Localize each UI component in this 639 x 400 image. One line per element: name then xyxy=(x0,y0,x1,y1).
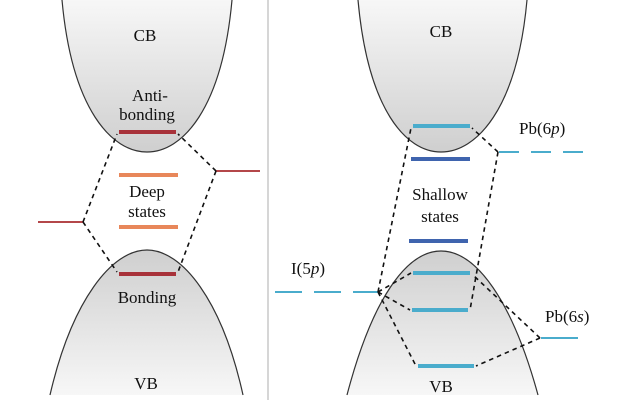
pb6p-label-orbital: p xyxy=(550,119,560,138)
i5p-label-orbital: p xyxy=(310,259,320,278)
connector-i5p-to-vb2 xyxy=(377,291,411,311)
right-panel: CB Pb(6p) Shallow states I(5p) Pb(6s) VB xyxy=(275,0,590,396)
pb6s-label: Pb(6s) xyxy=(545,307,589,326)
right-conduction-band xyxy=(357,0,528,153)
left-valence-band xyxy=(49,249,244,396)
pb6p-label-prefix: Pb(6 xyxy=(519,119,551,138)
left-panel: CB Anti- bonding Deep states Bonding VB xyxy=(38,0,260,396)
shallow-states-label-2: states xyxy=(421,207,459,226)
connector-i5p-to-vb3 xyxy=(377,291,417,367)
right-cb-label: CB xyxy=(430,22,453,41)
connector-pb6p-to-cb-level xyxy=(471,127,499,153)
connector-left-to-bonding xyxy=(82,221,118,273)
shallow-states-label-1: Shallow xyxy=(412,185,468,204)
i5p-label-suffix: ) xyxy=(319,259,325,278)
left-cb-label: CB xyxy=(134,26,157,45)
pb6s-label-prefix: Pb(6 xyxy=(545,307,577,326)
left-antibonding-label-2: bonding xyxy=(119,105,175,124)
bonding-label: Bonding xyxy=(118,288,177,307)
left-vb-label: VB xyxy=(134,374,158,393)
connector-i5p-to-cb-level xyxy=(377,127,412,293)
pb6p-label: Pb(6p) xyxy=(519,119,565,138)
connector-right-to-bonding xyxy=(177,170,217,273)
connector-pb6p-to-vb2 xyxy=(469,151,499,311)
connector-i5p-to-vb1 xyxy=(377,272,412,293)
deep-states-label-1: Deep xyxy=(129,182,165,201)
left-conduction-band xyxy=(61,0,233,153)
pb6s-label-orbital: s xyxy=(577,307,584,326)
connector-pb6s-to-vb3 xyxy=(475,337,541,367)
right-vb-label: VB xyxy=(429,377,453,396)
i5p-label: I(5p) xyxy=(291,259,325,278)
deep-states-label-2: states xyxy=(128,202,166,221)
i5p-label-prefix: I(5 xyxy=(291,259,311,278)
pb6s-label-suffix: ) xyxy=(584,307,590,326)
connector-right-to-antibonding xyxy=(177,133,217,172)
left-antibonding-label-1: Anti- xyxy=(132,86,168,105)
connector-pb6s-to-vb1 xyxy=(471,273,541,339)
connector-left-to-antibonding xyxy=(82,133,118,223)
pb6p-label-suffix: ) xyxy=(560,119,566,138)
